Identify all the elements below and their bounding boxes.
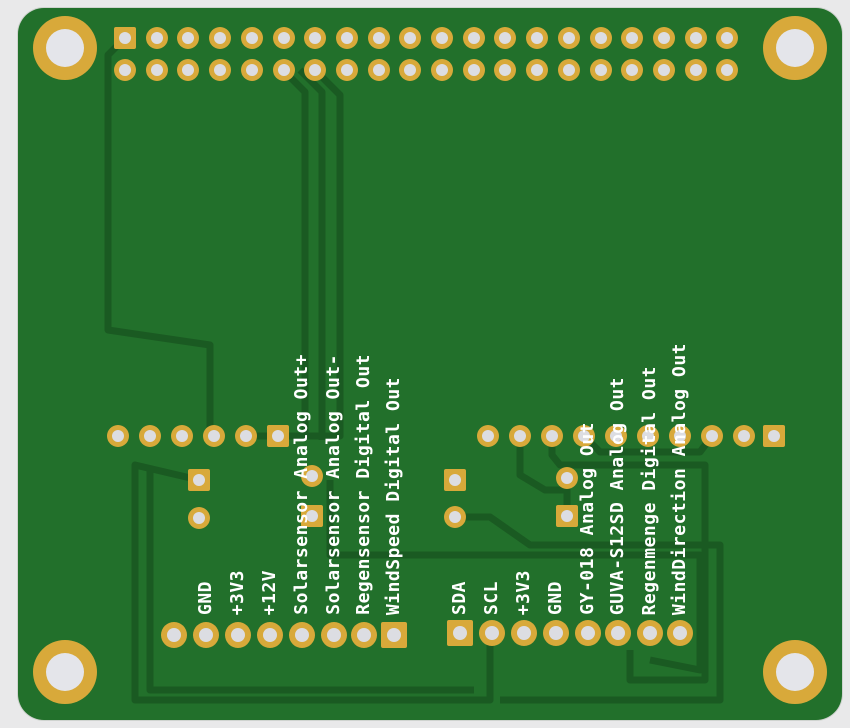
- connector-pad: [193, 622, 219, 648]
- label-scl: SCL: [481, 580, 502, 615]
- header-pin: [399, 27, 422, 49]
- header-pin: [621, 27, 644, 49]
- pad: [509, 425, 531, 447]
- pad: [733, 425, 755, 447]
- header-pin: [335, 59, 358, 81]
- header-pin: [240, 59, 263, 81]
- pad: [556, 467, 578, 489]
- connector-pad: [575, 620, 601, 646]
- pad: [556, 505, 578, 527]
- header-pin: [145, 59, 168, 81]
- pad: [301, 465, 323, 487]
- label-3v3-right: +3V3: [513, 569, 534, 615]
- pad: [444, 469, 466, 491]
- connector-pad: [381, 622, 407, 648]
- header-pin: [431, 59, 453, 81]
- header-pin: [526, 59, 549, 81]
- header-pin: [177, 59, 200, 81]
- pad: [444, 506, 466, 528]
- connector-pad: [637, 620, 663, 646]
- header-pin: [716, 27, 739, 49]
- label-solar-out-plus: Solarsensor Analog Out+: [291, 354, 312, 615]
- header-pin: [621, 59, 644, 81]
- header-pin: [240, 27, 263, 49]
- label-guva: GUVA-S12SD Analog Out: [607, 376, 628, 615]
- header-pin: [177, 27, 200, 49]
- header-pin: [684, 27, 707, 49]
- pad: [541, 425, 563, 447]
- pad: [701, 425, 723, 447]
- connector-pad: [225, 622, 251, 648]
- header-pin: [304, 27, 327, 49]
- label-solar-out-minus: Solarsensor Analog Out-: [323, 354, 344, 615]
- header-pin: [114, 27, 136, 49]
- header-pin: [494, 27, 517, 49]
- header-pin: [209, 27, 232, 49]
- connector-pad: [667, 620, 693, 646]
- pad: [637, 425, 659, 447]
- label-gy018: GY-018 Analog Out: [577, 422, 598, 615]
- header-pin: [209, 59, 232, 81]
- header-pin: [589, 59, 612, 81]
- pad: [301, 505, 323, 527]
- header-pin: [272, 59, 295, 81]
- connector-pad: [321, 622, 347, 648]
- connector-pad: [479, 620, 505, 646]
- label-regensensor: Regensensor Digital Out: [353, 354, 374, 615]
- header-pin: [684, 59, 707, 81]
- connector-pad: [511, 620, 537, 646]
- connector-pad: [161, 622, 187, 648]
- header-pin: [494, 59, 517, 81]
- pad: [477, 425, 499, 447]
- header-pin: [589, 27, 612, 49]
- mounting-hole-top-left: [33, 16, 97, 80]
- header-pin: [716, 59, 739, 81]
- pad: [171, 425, 193, 447]
- header-pin: [462, 27, 485, 49]
- header-pin: [367, 59, 390, 81]
- connector-pad: [605, 620, 631, 646]
- header-pin: [367, 27, 390, 49]
- connector-pad: [351, 622, 377, 648]
- pad: [107, 425, 129, 447]
- pad: [763, 425, 785, 447]
- header-pin: [652, 59, 675, 81]
- connector-pad: [543, 620, 569, 646]
- pad: [203, 425, 225, 447]
- header-pin: [462, 59, 485, 81]
- pad: [669, 425, 691, 447]
- header-pin: [304, 59, 327, 81]
- label-winddirection: WindDirection Analog Out: [669, 342, 690, 615]
- header-pin: [114, 59, 136, 81]
- label-gnd-left: GND: [195, 580, 216, 615]
- header-pin: [399, 59, 422, 81]
- header-pin: [652, 27, 675, 49]
- label-12v: +12V: [259, 569, 280, 615]
- label-3v3-left: +3V3: [227, 569, 248, 615]
- label-gnd-right: GND: [545, 580, 566, 615]
- header-pin: [145, 27, 168, 49]
- connector-pad: [447, 620, 473, 646]
- pad: [188, 469, 210, 491]
- mounting-hole-bottom-left: [33, 640, 97, 704]
- pad: [605, 425, 627, 447]
- label-windspeed: WindSpeed Digital Out: [383, 376, 404, 615]
- pad: [139, 425, 161, 447]
- header-pin: [272, 27, 295, 49]
- label-sda: SDA: [449, 580, 470, 615]
- header-pin: [526, 27, 549, 49]
- pad: [267, 425, 289, 447]
- header-pin: [335, 27, 358, 49]
- header-pin: [557, 27, 580, 49]
- pad: [188, 507, 210, 529]
- header-pin: [431, 27, 453, 49]
- mounting-hole-bottom-right: [763, 640, 827, 704]
- connector-pad: [257, 622, 283, 648]
- connector-pad: [289, 622, 315, 648]
- pad: [573, 425, 595, 447]
- label-regenmenge: Regenmenge Digital Out: [639, 365, 660, 615]
- header-pin: [557, 59, 580, 81]
- mounting-hole-top-right: [763, 16, 827, 80]
- pad: [235, 425, 257, 447]
